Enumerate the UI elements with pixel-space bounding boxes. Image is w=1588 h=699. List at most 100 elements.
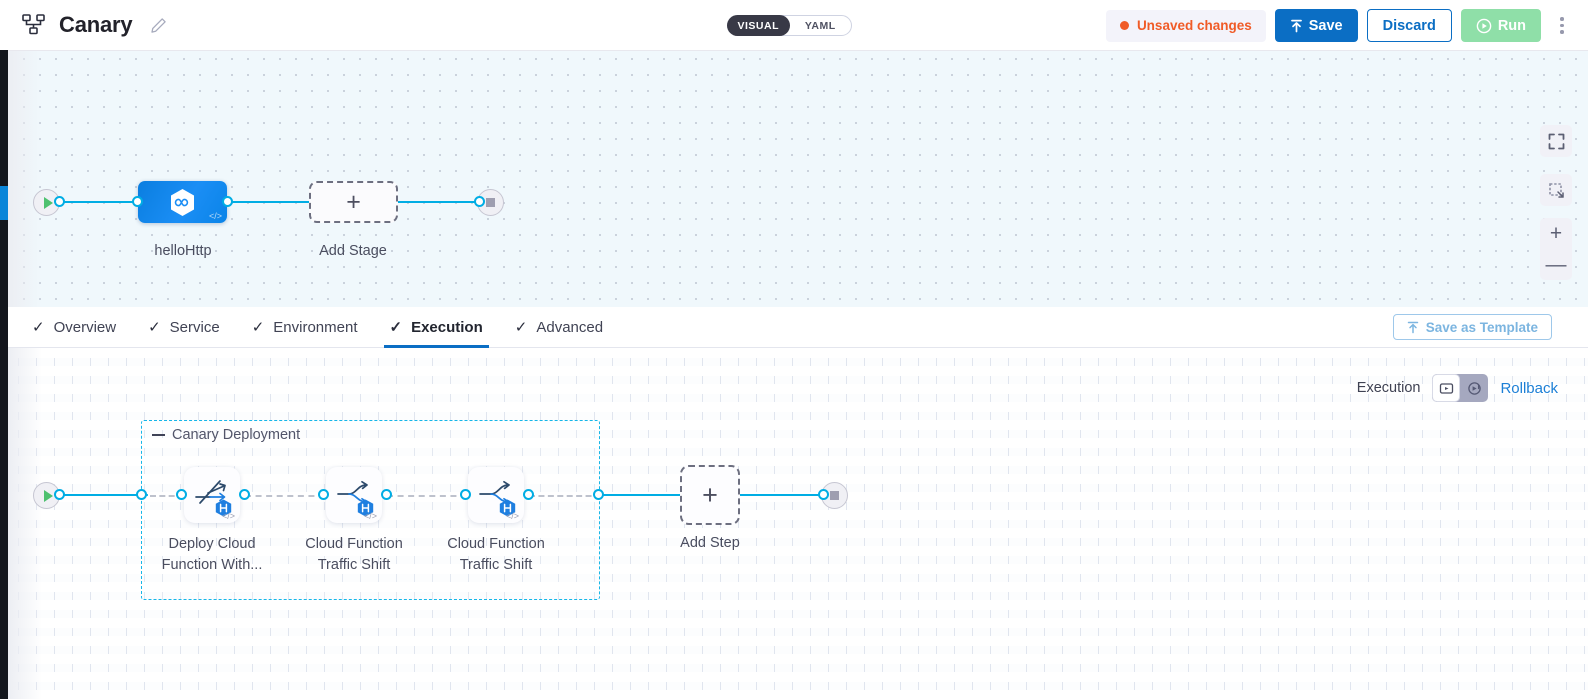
execution-toolbar: Execution Rollback <box>1357 374 1558 402</box>
tab-service[interactable]: ✓ Service <box>132 307 236 348</box>
port <box>132 196 143 207</box>
harness-hex-badge <box>499 499 516 517</box>
status-badge-unsaved: Unsaved changes <box>1105 9 1266 42</box>
pencil-edit-icon[interactable] <box>150 17 167 34</box>
tab-environment[interactable]: ✓ Environment <box>236 307 374 348</box>
app-left-rail-active-marker <box>0 186 8 220</box>
port <box>818 489 829 500</box>
step-label-traffic-shift-1: Cloud Function Traffic Shift <box>289 534 419 576</box>
header-actions: Unsaved changes Save Discard <box>1105 9 1574 42</box>
step-label-traffic-shift-2: Cloud Function Traffic Shift <box>431 534 561 576</box>
save-button[interactable]: Save <box>1274 9 1358 42</box>
app-header: Canary VISUAL YAML Unsaved changes <box>0 0 1588 51</box>
edge-add-to-end <box>390 201 485 203</box>
add-step-label: Add Step <box>680 535 740 551</box>
step-code-tag: </> <box>363 511 377 521</box>
deploy-traffic-icon <box>194 479 230 509</box>
step-group-title[interactable]: Canary Deployment <box>152 427 300 443</box>
tab-advanced-label: Advanced <box>536 318 604 336</box>
port <box>136 489 147 500</box>
execution-toolbar-label: Execution <box>1356 380 1421 396</box>
add-step-button[interactable]: + <box>680 465 740 525</box>
step-node-traffic-shift-2[interactable]: </> <box>468 467 524 523</box>
tab-environment-label: Environment <box>273 318 358 336</box>
edge-stage-to-add <box>222 201 319 203</box>
add-stage-button[interactable]: + <box>309 181 398 223</box>
discard-button[interactable]: Discard <box>1366 9 1452 42</box>
fullscreen-expand-icon <box>1548 133 1565 150</box>
step-label-deploy-cloud-function: Deploy Cloud Function With... <box>147 534 277 576</box>
edge-dashed <box>245 495 325 497</box>
plus-icon: + <box>346 187 361 216</box>
port <box>523 489 534 500</box>
step-label-line1: Cloud Function <box>305 536 403 552</box>
upload-arrow-icon <box>1290 19 1303 33</box>
port <box>318 489 329 500</box>
unsaved-label: Unsaved changes <box>1136 18 1252 33</box>
app-left-rail <box>0 50 8 699</box>
save-label: Save <box>1308 17 1343 34</box>
step-group-title-label: Canary Deployment <box>172 427 301 443</box>
step-label-line1: Cloud Function <box>447 536 545 552</box>
port <box>222 196 233 207</box>
template-upload-icon <box>1407 321 1419 334</box>
check-icon: ✓ <box>389 319 403 336</box>
tab-execution-label: Execution <box>411 318 483 336</box>
execution-rollback-toggle[interactable] <box>1432 374 1489 402</box>
visual-yaml-toggle[interactable]: VISUAL YAML <box>727 15 852 36</box>
run-button[interactable]: Run <box>1460 9 1541 42</box>
stage-canvas[interactable]: </> helloHttp + Add Stage + <box>0 51 1588 307</box>
stage-node-hellohttp[interactable]: </> <box>138 181 227 223</box>
add-stage-label: Add Stage <box>319 243 387 259</box>
zoom-in-button[interactable]: + <box>1549 221 1563 245</box>
toggle-yaml[interactable]: YAML <box>804 19 836 32</box>
edge-start-to-stage <box>52 201 147 203</box>
plus-icon: + <box>702 479 718 510</box>
rollback-link[interactable]: Rollback <box>1500 379 1558 397</box>
step-label-line2: Traffic Shift <box>459 557 533 573</box>
tab-overview-label: Overview <box>53 318 117 336</box>
check-icon: ✓ <box>148 319 161 336</box>
step-label-line1: Deploy Cloud <box>168 536 256 552</box>
page-title: Canary <box>59 12 133 37</box>
fullscreen-expand-button[interactable] <box>1540 125 1572 157</box>
port <box>239 489 250 500</box>
tab-overview[interactable]: ✓ Overview <box>16 307 132 348</box>
play-circle-icon <box>1476 18 1492 34</box>
kebab-menu-icon[interactable] <box>1550 11 1574 41</box>
harness-hex-badge <box>357 499 374 517</box>
step-code-tag: </> <box>221 511 235 521</box>
step-code-tag: </> <box>505 511 519 521</box>
zoom-controls[interactable]: + — <box>1540 218 1572 280</box>
tab-execution[interactable]: ✓ Execution <box>374 307 499 348</box>
edge-dashed <box>529 495 601 497</box>
port <box>54 196 65 207</box>
save-as-template-label: Save as Template <box>1425 319 1538 335</box>
stage-code-tag: </> <box>208 211 222 221</box>
stop-end-icon <box>830 491 839 500</box>
unsaved-dot-icon <box>1119 21 1129 30</box>
header-left-group: Canary <box>22 12 167 38</box>
edge-addstep-to-end <box>740 494 826 496</box>
collapse-bar-icon[interactable] <box>152 434 165 436</box>
toggle-visual[interactable]: VISUAL <box>727 15 790 36</box>
rollback-view-icon[interactable] <box>1460 374 1488 402</box>
discard-label: Discard <box>1382 17 1436 34</box>
step-label-line2: Traffic Shift <box>317 557 391 573</box>
check-icon: ✓ <box>514 319 528 336</box>
check-icon: ✓ <box>32 319 45 336</box>
port <box>593 489 604 500</box>
zoom-out-button[interactable]: — <box>1545 252 1567 276</box>
port <box>54 489 65 500</box>
harness-hex-icon <box>169 188 196 217</box>
fit-to-screen-button[interactable] <box>1540 174 1572 206</box>
execution-canvas[interactable]: Canary Deployment <box>0 348 1588 699</box>
execution-view-icon[interactable] <box>1432 374 1461 402</box>
tab-advanced[interactable]: ✓ Advanced <box>499 307 619 348</box>
save-as-template-button[interactable]: Save as Template <box>1392 314 1552 340</box>
check-icon: ✓ <box>251 319 265 336</box>
step-node-deploy-cloud-function[interactable]: </> <box>184 467 240 523</box>
step-label-line2: Function With... <box>161 557 263 573</box>
port <box>381 489 392 500</box>
step-node-traffic-shift-1[interactable]: </> <box>326 467 382 523</box>
